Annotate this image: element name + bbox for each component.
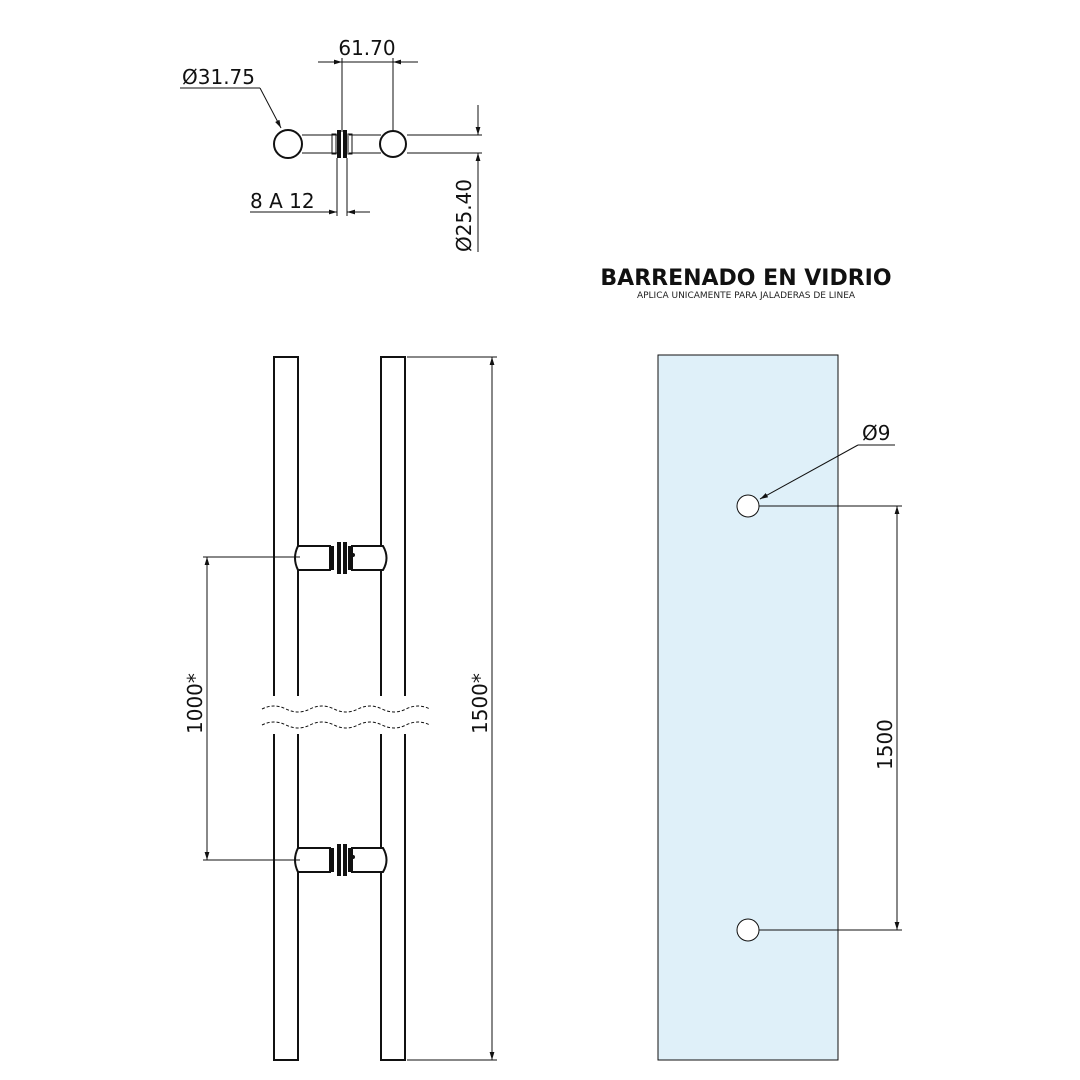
dim-total-length-label: 1500*	[468, 673, 492, 734]
glass-panel	[657, 354, 839, 1061]
section-title: BARRENADO EN VIDRIO	[600, 266, 891, 291]
top-view: 61.70 Ø31.75 8 A 12 Ø25.40	[180, 36, 482, 252]
glass-plate-right	[343, 130, 347, 158]
dim-mount-spacing-label: 1000*	[183, 673, 207, 734]
left-bar-circle	[273, 129, 303, 159]
standoff-washer-left	[331, 133, 337, 155]
right-bar-circle	[379, 130, 407, 158]
dim-width-label: 61.70	[338, 36, 395, 60]
dim-hole-diameter-label: Ø9	[862, 421, 890, 445]
dim-standoff-diameter-label: Ø25.40	[452, 179, 476, 252]
front-view: 1000* 1500*	[183, 356, 497, 1061]
standoff-upper	[294, 542, 388, 574]
break-line-top	[261, 705, 431, 713]
glass-drilling-section: BARRENADO EN VIDRIO APLICA UNICAMENTE PA…	[600, 266, 902, 1061]
glass-plate-left	[337, 130, 341, 158]
dim-hole-spacing-label: 1500	[873, 719, 897, 770]
dim-gap-label: 8 A 12	[250, 189, 315, 213]
break-line-bottom	[261, 721, 431, 729]
hole-lower	[736, 918, 760, 942]
section-subtitle: APLICA UNICAMENTE PARA JALADERAS DE LINE…	[637, 291, 856, 301]
dim-bar-diameter-label: Ø31.75	[182, 65, 255, 89]
standoff-lower	[294, 844, 388, 876]
hole-upper	[736, 494, 760, 518]
